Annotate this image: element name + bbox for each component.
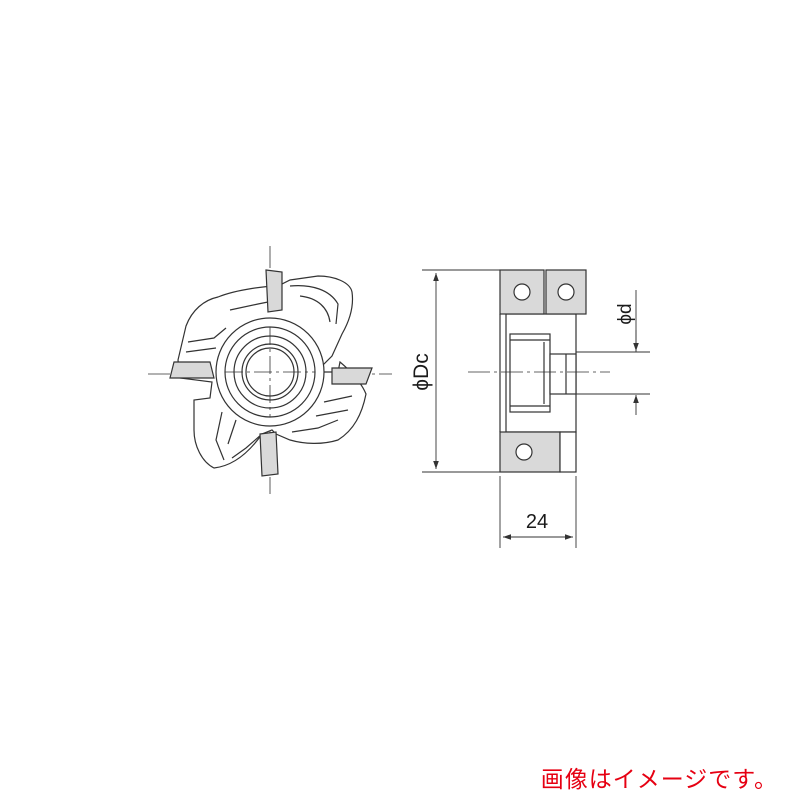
label-bore-diameter: ϕd [615, 303, 636, 324]
dimension-labels: ϕDc ϕd 24 [410, 303, 636, 533]
front-inserts [169, 269, 373, 477]
side-view [468, 269, 610, 473]
dimensions [422, 269, 650, 548]
front-view [148, 246, 392, 494]
insert-top-left [499, 269, 545, 315]
insert-bottom [259, 431, 279, 477]
side-inserts [499, 269, 587, 473]
label-width: 24 [526, 511, 548, 533]
side-body [505, 313, 577, 433]
label-outer-diameter: ϕDc [410, 353, 433, 390]
insert-right [331, 367, 373, 385]
hub [215, 317, 325, 427]
insert-top [265, 269, 283, 313]
insert-left [169, 361, 215, 379]
image-notice-caption: 画像はイメージです。 [540, 767, 778, 793]
